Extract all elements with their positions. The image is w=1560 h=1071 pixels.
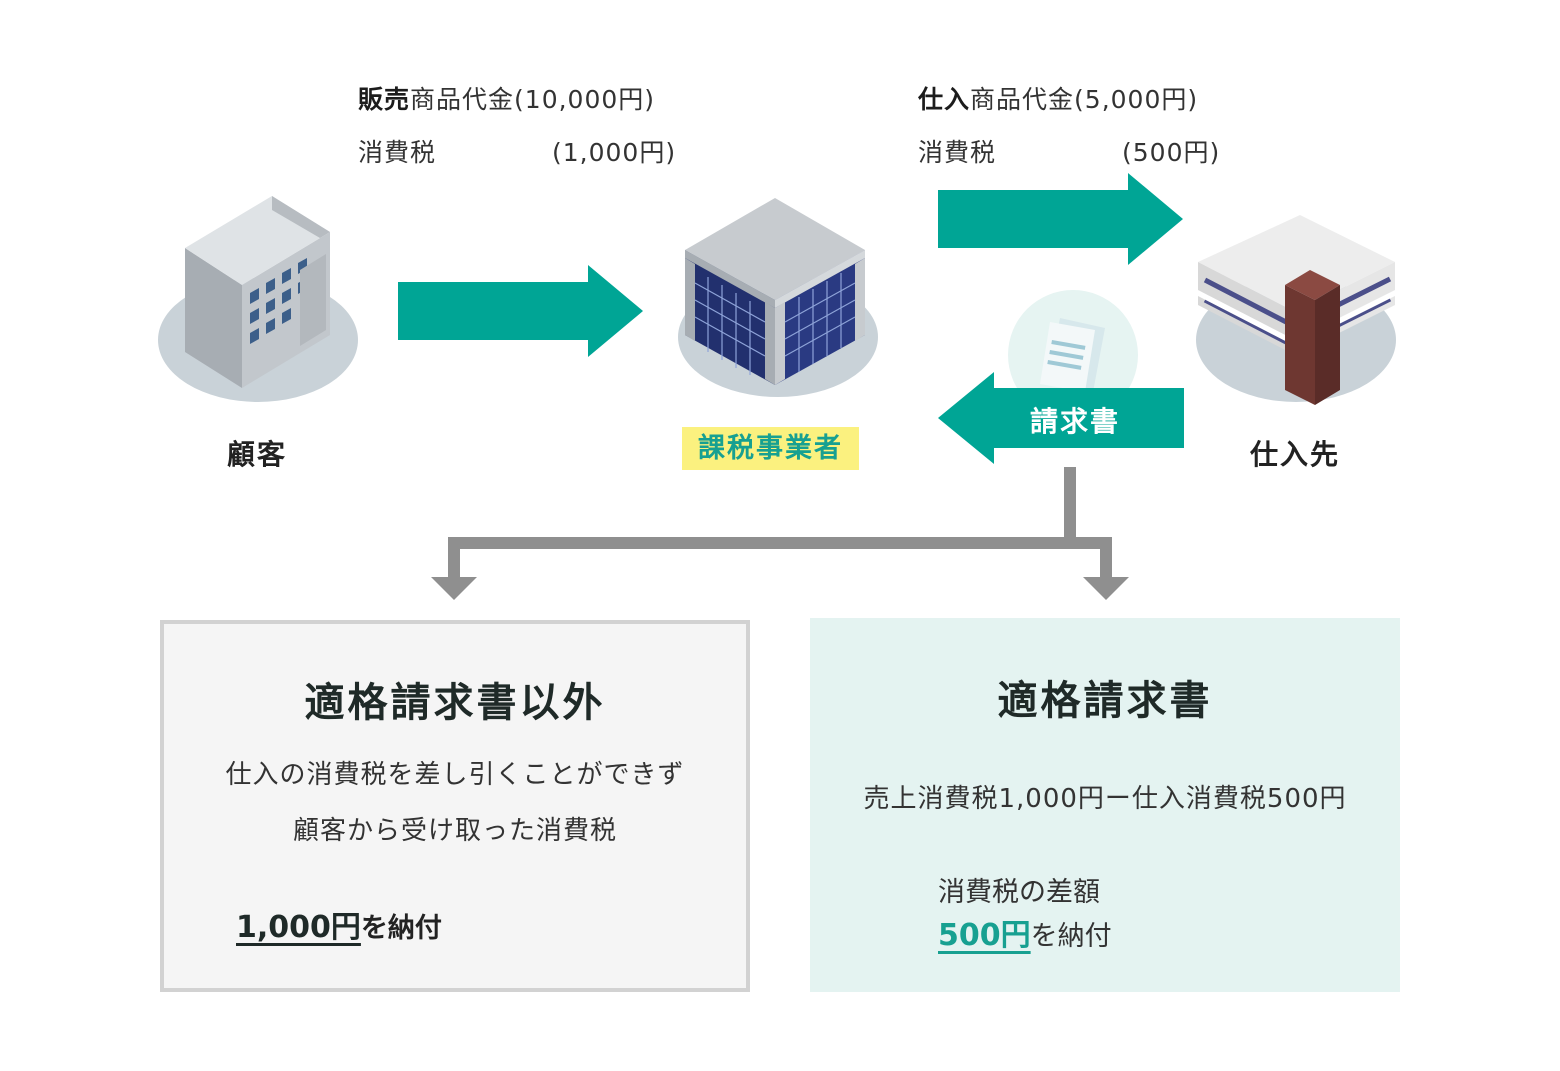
sales-product-amount: (10,000円) (514, 85, 656, 114)
purchase-product-label: 商品代金 (970, 85, 1075, 114)
invoice-document-icon (1008, 290, 1138, 420)
purchase-bold-label: 仕入 (918, 85, 971, 114)
supplier-label: 仕入先 (1250, 438, 1341, 471)
qualified-formula: 売上消費税1,000円ー仕入消費税500円 (863, 784, 1347, 814)
purchase-product-amount: (5,000円) (1074, 85, 1199, 114)
invoice-arrow (938, 372, 1184, 464)
non-qualified-suffix: を納付 (360, 913, 442, 944)
sales-line-product: 販売商品代金(10,000円) (358, 80, 655, 116)
qualified-amount: 500円 (938, 918, 1031, 953)
qualified-invoice-box: 適格請求書 売上消費税1,000円ー仕入消費税500円 消費税の差額 500円を… (810, 618, 1400, 992)
sales-bold-label: 販売 (358, 85, 411, 114)
arrow-to-business (398, 265, 643, 357)
non-qualified-payment: 1,000円を納付 (236, 902, 442, 946)
non-qualified-line2: 顧客から受け取った消費税 (292, 816, 617, 846)
customer-building-icon (158, 196, 358, 402)
sales-product-label: 商品代金 (410, 85, 515, 114)
supplier-building-icon (1196, 215, 1396, 405)
customer-label: 顧客 (227, 438, 288, 471)
non-qualified-line1: 仕入の消費税を差し引くことができず (225, 760, 685, 790)
business-label-box: 課税事業者 (682, 426, 859, 470)
purchase-tax-label: 消費税 (918, 138, 997, 167)
qualified-payment: 500円を納付 (938, 910, 1112, 954)
qualified-diff-label: 消費税の差額 (938, 877, 1100, 908)
non-qualified-invoice-box: 適格請求書以外 仕入の消費税を差し引くことができず 顧客から受け取った消費税 1… (160, 620, 750, 992)
business-label: 課税事業者 (682, 427, 859, 470)
purchase-line-product: 仕入商品代金(5,000円) (918, 80, 1198, 116)
business-building-icon (678, 198, 878, 397)
invoice-arrow-label: 請求書 (1030, 405, 1121, 438)
qualified-title: 適格請求書 (997, 678, 1213, 724)
non-qualified-title: 適格請求書以外 (304, 680, 606, 726)
non-qualified-amount: 1,000円 (236, 910, 361, 945)
arrow-to-supplier (938, 173, 1183, 265)
gray-connector (431, 467, 1129, 600)
purchase-tax-amount: (500円) (1122, 138, 1221, 167)
qualified-suffix: を納付 (1030, 921, 1112, 952)
sales-tax-label: 消費税 (358, 138, 437, 167)
sales-tax-amount: (1,000円) (552, 138, 677, 167)
